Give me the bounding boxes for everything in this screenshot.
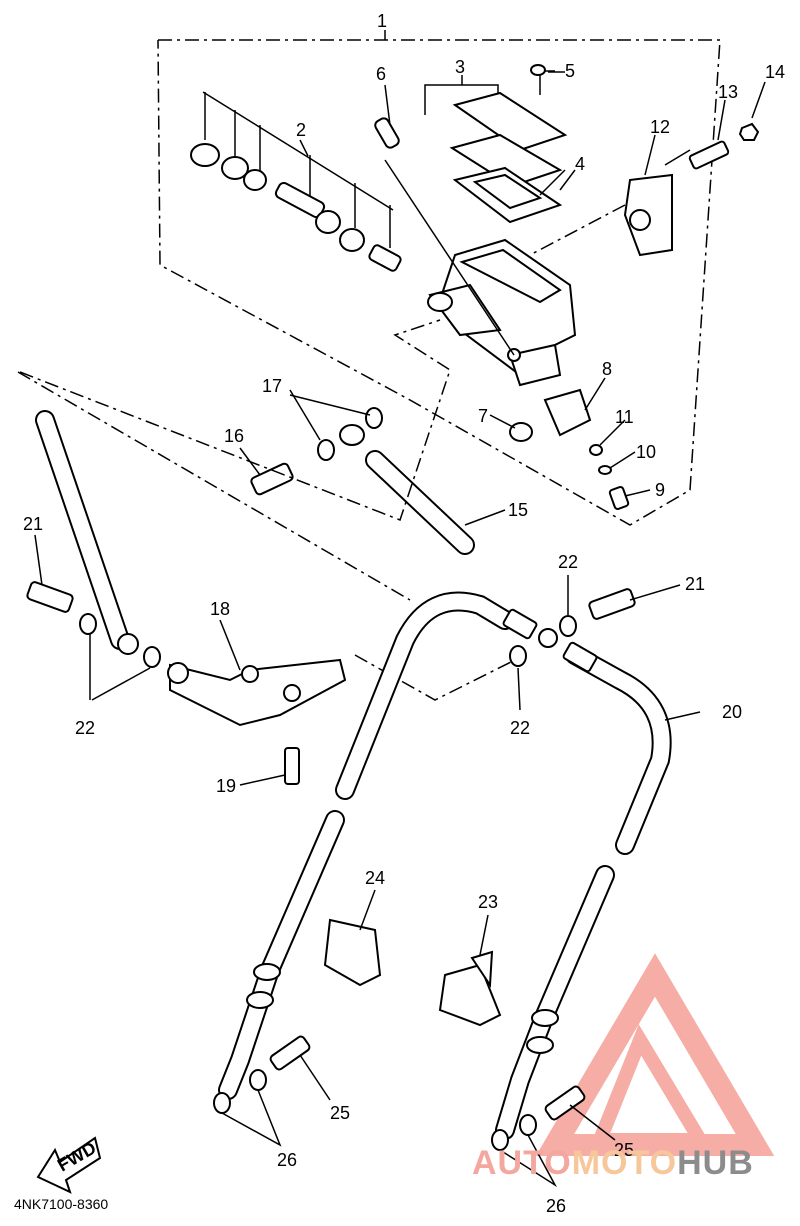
watermark-part3: HUB bbox=[677, 1144, 754, 1182]
callout-3: 3 bbox=[455, 57, 465, 77]
callout-10: 10 bbox=[636, 442, 656, 462]
watermark-part2: MOTO bbox=[571, 1144, 678, 1182]
piston-kit bbox=[190, 91, 402, 272]
callout-9: 9 bbox=[655, 480, 665, 500]
callout-6: 6 bbox=[376, 64, 386, 84]
hose-joint-18 bbox=[35, 410, 347, 785]
assembly-boundary bbox=[157, 30, 721, 526]
callout-19: 19 bbox=[216, 776, 236, 796]
callout-21-right: 21 bbox=[685, 574, 705, 594]
bleed-screw bbox=[374, 117, 400, 149]
diagram-code: 4NK7100-8360 bbox=[14, 1196, 109, 1212]
callout-1: 1 bbox=[377, 11, 387, 31]
hose-clamps bbox=[323, 918, 502, 1027]
callout-26-left: 26 bbox=[277, 1150, 297, 1170]
callout-8: 8 bbox=[602, 359, 612, 379]
handlebar-holder bbox=[529, 122, 760, 257]
callout-12: 12 bbox=[650, 117, 670, 137]
washers-and-bolts bbox=[26, 581, 636, 701]
callout-4: 4 bbox=[575, 154, 585, 174]
callout-26-right: 26 bbox=[546, 1196, 566, 1216]
upper-hose-assembly bbox=[250, 407, 475, 555]
callout-2: 2 bbox=[296, 120, 306, 140]
callout-22-center: 22 bbox=[510, 718, 530, 738]
brake-switch-assembly bbox=[509, 388, 630, 510]
callout-7: 7 bbox=[478, 406, 488, 426]
callout-24: 24 bbox=[365, 868, 385, 888]
callout-17: 17 bbox=[262, 376, 282, 396]
callout-15: 15 bbox=[508, 500, 528, 520]
brake-hose-20 bbox=[335, 591, 672, 855]
callout-25-left: 25 bbox=[330, 1103, 350, 1123]
callout-20: 20 bbox=[722, 702, 742, 722]
callout-leaders bbox=[34, 70, 766, 1188]
callout-18: 18 bbox=[210, 599, 230, 619]
watermark-part1: AUTO bbox=[472, 1144, 572, 1182]
fwd-arrow: FWD bbox=[36, 1136, 102, 1194]
master-cylinder-body bbox=[384, 159, 577, 387]
callout-13: 13 bbox=[718, 82, 738, 102]
callout-5: 5 bbox=[565, 61, 575, 81]
callout-16: 16 bbox=[224, 426, 244, 446]
callout-14: 14 bbox=[765, 62, 785, 82]
callout-11: 11 bbox=[615, 407, 634, 427]
lower-hoses bbox=[213, 810, 615, 1151]
callout-22-left: 22 bbox=[75, 718, 95, 738]
callout-numbers: 1 2 3 4 5 6 7 8 9 10 11 12 13 14 15 16 1… bbox=[23, 11, 785, 1216]
watermark-logo bbox=[535, 953, 775, 1156]
reservoir-cap-assembly bbox=[424, 64, 568, 224]
watermark-text: AUTOMOTOHUB bbox=[472, 1144, 754, 1183]
callout-22-top: 22 bbox=[558, 552, 578, 572]
callout-25-right: 25 bbox=[614, 1140, 634, 1160]
leader-lines bbox=[17, 319, 516, 701]
callout-21-left: 21 bbox=[23, 514, 43, 534]
callout-23: 23 bbox=[478, 892, 498, 912]
